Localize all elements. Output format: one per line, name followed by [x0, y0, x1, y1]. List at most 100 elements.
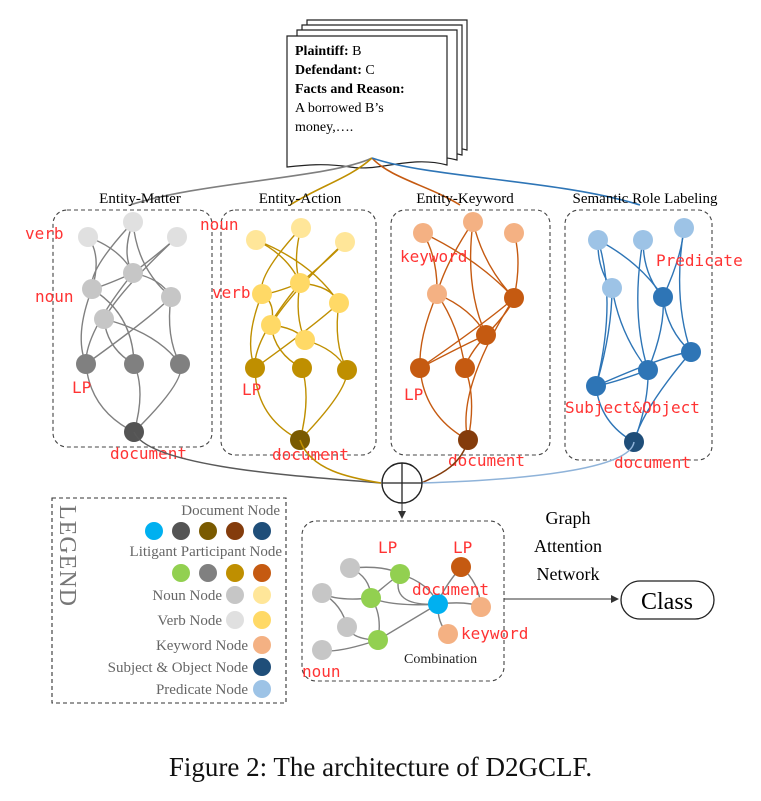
doc-line-4: A borrowed B’s [295, 101, 384, 116]
gat-line-1: Graph [546, 508, 591, 528]
legend-subject-object-node: Subject & Object Node [108, 660, 249, 676]
label-keyword: keyword [400, 247, 467, 266]
graph-edge [419, 293, 438, 369]
graph-node [633, 230, 653, 250]
graph-edge [637, 239, 649, 371]
label-subject-object: Subject&Object [565, 398, 700, 417]
graph-node [368, 630, 388, 650]
graph-edge [299, 369, 348, 441]
legend-keyword-node: Keyword Node [156, 638, 248, 654]
legend-swatch-verb-gray [226, 611, 244, 629]
graph-node [463, 212, 483, 232]
graph-edge [254, 367, 301, 441]
panel-entity-matter: Entity-Matter verb noun LP document [25, 191, 213, 463]
graph-edge [377, 603, 439, 641]
graph-edge [132, 221, 172, 298]
graph-node [337, 360, 357, 380]
graph-edge [336, 302, 348, 371]
graph-node [428, 594, 448, 614]
graph-node [681, 342, 701, 362]
document-fanout-edges [129, 157, 641, 206]
graph-node [410, 358, 430, 378]
graph-entity-matter [76, 212, 190, 442]
graph-node [246, 230, 266, 250]
legend-swatch-lp-green [172, 564, 190, 582]
label-noun: noun [302, 662, 341, 681]
legend: LEGEND Document Node Litigant Participan… [51, 497, 287, 704]
legend-title: LEGEND [54, 505, 80, 607]
graph-node [390, 564, 410, 584]
graph-node [674, 218, 694, 238]
graph-node [123, 263, 143, 283]
legend-swatch-subject-object [253, 658, 271, 676]
doc-line-1: Plaintiff: B [295, 44, 362, 59]
graph-node [438, 624, 458, 644]
gat-line-2: Attention [534, 536, 602, 556]
label-noun: noun [35, 287, 74, 306]
graph-node [638, 360, 658, 380]
label-lp: LP [242, 380, 261, 399]
graph-node [292, 358, 312, 378]
graph-node [455, 358, 475, 378]
label-document: document [448, 451, 525, 470]
graph-entity-action [245, 218, 357, 450]
label-verb: verb [212, 283, 251, 302]
legend-document-node: Document Node [181, 503, 280, 519]
graph-node [295, 330, 315, 350]
graph-node [245, 358, 265, 378]
graph-entity-keyword [410, 212, 524, 450]
label-document: document [110, 444, 187, 463]
label-lp: LP [72, 378, 91, 397]
label-document: document [412, 580, 489, 599]
label-document: document [272, 445, 349, 464]
combination-title: Combination [404, 652, 477, 667]
graph-node [588, 230, 608, 250]
convergence-edges [133, 431, 635, 484]
graph-node [124, 354, 144, 374]
legend-swatch-noun-gold [253, 586, 271, 604]
graph-combination [312, 557, 491, 660]
graph-edge [133, 363, 141, 433]
graph-edge [419, 334, 487, 369]
label-document: document [614, 453, 691, 472]
input-document: Plaintiff: B Defendant: C Facts and Reas… [286, 19, 468, 169]
label-noun: noun [200, 215, 239, 234]
graph-node [504, 223, 524, 243]
graph-node [653, 287, 673, 307]
class-label: Class [641, 589, 693, 615]
graph-node [471, 597, 491, 617]
legend-swatch-doc-orange [226, 522, 244, 540]
label-verb: verb [25, 224, 64, 243]
legend-swatch-doc-cyan [145, 522, 163, 540]
combination-panel: LP LP document keyword noun Combination [301, 520, 528, 682]
graph-node [252, 284, 272, 304]
graph-node [602, 278, 622, 298]
graph-node [413, 223, 433, 243]
graph-edge [299, 367, 307, 441]
graph-node [504, 288, 524, 308]
graph-edge [133, 363, 182, 433]
graph-node [335, 232, 355, 252]
panel-title: Entity-Matter [99, 191, 181, 207]
graph-node [82, 279, 102, 299]
doc-line-3: Facts and Reason: [295, 82, 405, 97]
graph-node [586, 376, 606, 396]
panel-title: Entity-Action [259, 191, 342, 207]
class-output: Class [620, 580, 715, 620]
graph-node [170, 354, 190, 374]
graph-node [161, 287, 181, 307]
graph-edge [465, 297, 515, 441]
graph-edge [595, 287, 613, 387]
legend-swatch-predicate [253, 680, 271, 698]
figure-caption: Figure 2: The architecture of D2GCLF. [168, 752, 593, 782]
graph-node [337, 617, 357, 637]
graph-node [290, 273, 310, 293]
graph-node [451, 557, 471, 577]
graph-node [78, 227, 98, 247]
doc-line-2: Defendant: C [295, 63, 375, 78]
graph-node [361, 588, 381, 608]
graph-node [312, 583, 332, 603]
panel-entity-keyword: Entity-Keyword keyword LP document [390, 191, 551, 470]
label-lp: LP [404, 385, 423, 404]
graph-node [123, 212, 143, 232]
